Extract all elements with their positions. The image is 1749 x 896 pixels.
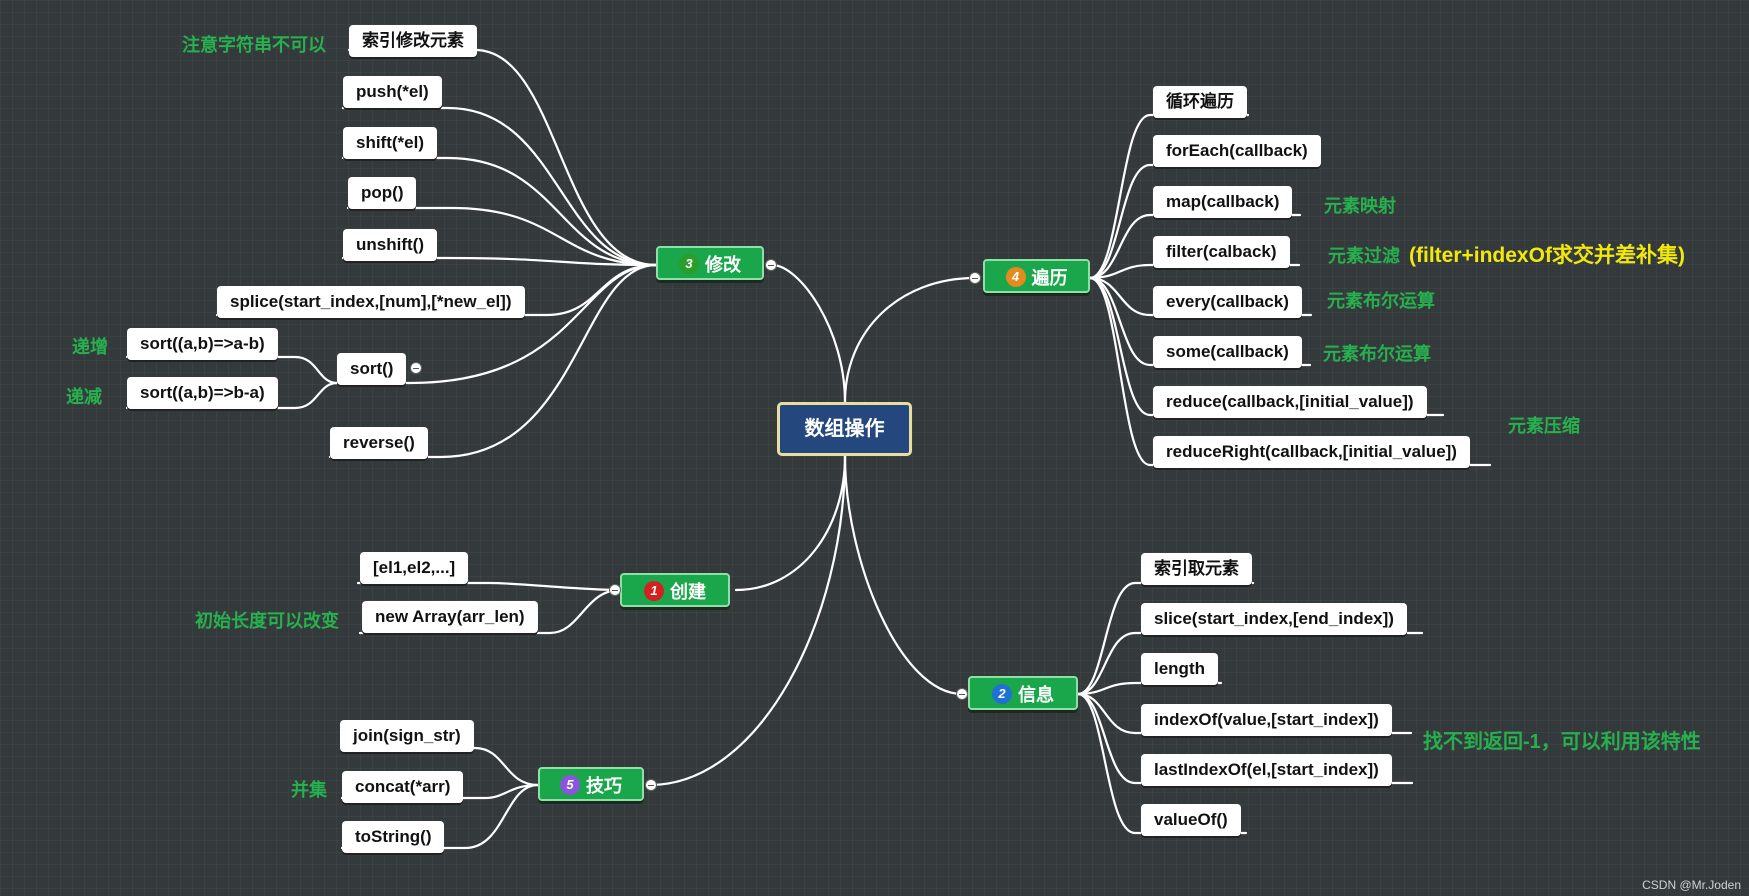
note-concat: 并集: [291, 780, 327, 800]
note-asc: 递增: [72, 337, 108, 357]
branch-modify[interactable]: 3 修改: [656, 246, 764, 280]
note-filter-extra: (filter+indexOf求交并差补集): [1409, 244, 1685, 267]
number-badge-icon: 2: [992, 684, 1012, 705]
leaf-shift[interactable]: shift(*el): [343, 127, 437, 159]
leaf-lastIndexOf[interactable]: lastIndexOf(el,[start_index]): [1141, 754, 1392, 786]
leaf-forEach[interactable]: forEach(callback): [1153, 135, 1321, 167]
link-root-traverse: [843, 276, 977, 404]
leaf-concat[interactable]: concat(*arr): [342, 771, 464, 803]
leaf-length[interactable]: length: [1141, 653, 1218, 685]
note-length: 初始长度可以改变: [195, 611, 339, 631]
leaf-sort-desc[interactable]: sort((a,b)=>b-a): [127, 377, 278, 409]
leaf-indexOf[interactable]: indexOf(value,[start_index]): [1141, 704, 1392, 736]
collapse-toggle-icon[interactable]: [645, 779, 657, 791]
leaf-splice[interactable]: splice(start_index,[num],[*new_el]): [217, 286, 525, 318]
leaf-join[interactable]: join(sign_str): [340, 720, 474, 752]
branch-label: 技巧: [586, 776, 622, 796]
branch-label: 修改: [705, 255, 741, 275]
leaf-push[interactable]: push(*el): [343, 76, 442, 108]
leaf-reverse[interactable]: reverse(): [330, 427, 428, 459]
collapse-toggle-icon[interactable]: [609, 584, 621, 596]
link-root-modify: [770, 263, 847, 404]
branch-label: 信息: [1018, 685, 1054, 705]
collapse-toggle-icon[interactable]: [765, 259, 777, 271]
leaf-sort-asc[interactable]: sort((a,b)=>a-b): [127, 328, 278, 360]
collapse-toggle-icon[interactable]: [969, 272, 981, 284]
collapse-toggle-icon[interactable]: [410, 362, 422, 374]
leaf-every[interactable]: every(callback): [1153, 286, 1302, 318]
leaf-pop[interactable]: pop(): [348, 177, 417, 209]
note-some: 元素布尔运算: [1323, 344, 1431, 364]
leaf-filter[interactable]: filter(calback): [1153, 236, 1290, 268]
root-node[interactable]: 数组操作: [777, 402, 912, 456]
branch-create[interactable]: 1 创建: [620, 573, 730, 607]
watermark: CSDN @Mr.Joden: [1642, 878, 1741, 892]
leaf-array-literal[interactable]: [el1,el2,...]: [360, 552, 469, 584]
branch-label: 创建: [670, 582, 706, 602]
note-map: 元素映射: [1324, 196, 1396, 216]
number-badge-icon: 5: [560, 775, 580, 796]
leaf-reduce[interactable]: reduce(callback,[initial_value]): [1153, 386, 1427, 418]
leaf-slice[interactable]: slice(start_index,[end_index]): [1141, 603, 1407, 635]
leaf-unshift[interactable]: unshift(): [343, 229, 437, 261]
note-indexOf: 找不到返回-1，可以利用该特性: [1423, 731, 1701, 753]
leaf-some[interactable]: some(callback): [1153, 336, 1302, 368]
leaf-index-modify[interactable]: 索引修改元素: [349, 25, 477, 57]
leaf-reduceRight[interactable]: reduceRight(callback,[initial_value]): [1153, 436, 1470, 468]
link-root-create: [734, 454, 847, 592]
leaf-loop[interactable]: 循环遍历: [1153, 86, 1247, 118]
leaf-map[interactable]: map(callback): [1153, 186, 1293, 218]
number-badge-icon: 3: [679, 254, 699, 275]
note-string-warning: 注意字符串不可以: [182, 35, 326, 55]
branch-tricks[interactable]: 5 技巧: [538, 767, 644, 801]
collapse-toggle-icon[interactable]: [956, 688, 968, 700]
number-badge-icon: 4: [1005, 267, 1026, 288]
number-badge-icon: 1: [644, 581, 664, 602]
leaf-new-array[interactable]: new Array(arr_len): [362, 601, 538, 633]
link-root-info: [843, 454, 964, 696]
leaf-sort[interactable]: sort(): [337, 353, 407, 385]
leaf-index-get[interactable]: 索引取元素: [1141, 553, 1252, 585]
note-desc: 递减: [66, 387, 102, 407]
branch-info[interactable]: 2 信息: [968, 676, 1078, 710]
leaf-toString[interactable]: toString(): [342, 821, 445, 853]
note-every: 元素布尔运算: [1327, 291, 1435, 311]
note-reduce: 元素压缩: [1508, 416, 1580, 436]
note-filter: 元素过滤: [1328, 246, 1400, 266]
link-root-tricks: [648, 454, 847, 787]
branch-label: 遍历: [1031, 268, 1068, 288]
leaf-valueOf[interactable]: valueOf(): [1141, 804, 1241, 836]
